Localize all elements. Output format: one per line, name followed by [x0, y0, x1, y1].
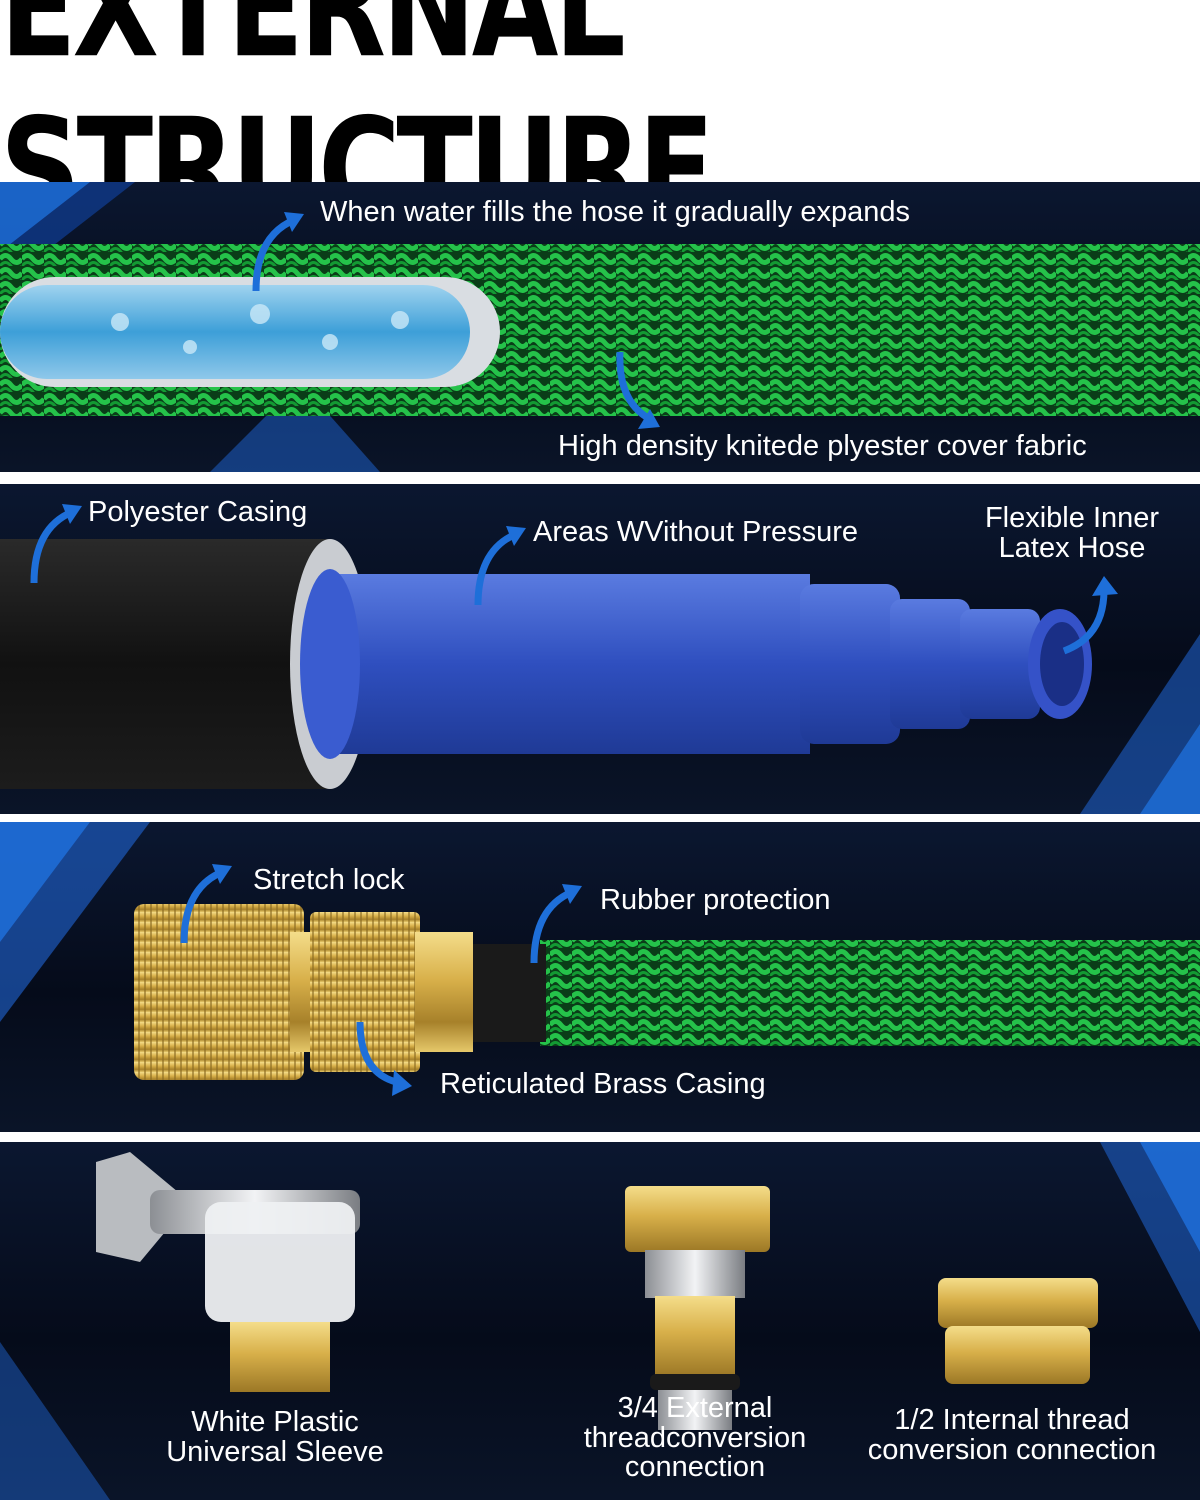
label-fabric: High density knitede plyester cover fabr…: [558, 430, 1087, 462]
accessories-illustration: [0, 1142, 1200, 1500]
curved-arrow-icon: [616, 351, 660, 429]
label-casing: Polyester Casing: [88, 496, 308, 528]
panel-inner-hose: Polyester Casing Areas WVithout Pressure…: [0, 484, 1200, 814]
panel-accessories: White Plastic Universal Sleeve 3/4 Exter…: [0, 1142, 1200, 1500]
curved-arrow-icon: [530, 884, 582, 964]
hose-expansion-illustration: [0, 182, 1200, 472]
panel-hose-expansion: When water fills the hose it gradually e…: [0, 182, 1200, 472]
inner-hose-illustration: [0, 539, 1200, 814]
label-no-pressure: Areas WVithout Pressure: [533, 516, 859, 548]
page-title: EXTERNAL STRUCTURE: [0, 0, 715, 252]
label-internal: 1/2 Internal thread conversion connectio…: [867, 1404, 1157, 1466]
curved-arrow-icon: [180, 864, 232, 944]
panel-connector: Stretch lock Rubber protection Reticulat…: [0, 822, 1200, 1132]
curved-arrow-icon: [1062, 576, 1118, 655]
label-expands: When water fills the hose it gradually e…: [320, 196, 910, 228]
label-sleeve: White Plastic Universal Sleeve: [166, 1406, 384, 1468]
label-rubber: Rubber protection: [600, 884, 831, 916]
label-external: 3/4 External threadconversion connection: [583, 1392, 807, 1484]
label-latex: Flexible Inner Latex Hose: [984, 502, 1160, 564]
label-lock: Stretch lock: [253, 864, 405, 896]
label-brass: Reticulated Brass Casing: [440, 1068, 766, 1100]
curved-arrow-icon: [30, 504, 82, 584]
curved-arrow-icon: [252, 212, 304, 292]
curved-arrow-icon: [474, 526, 526, 606]
curved-arrow-icon: [356, 1021, 412, 1096]
